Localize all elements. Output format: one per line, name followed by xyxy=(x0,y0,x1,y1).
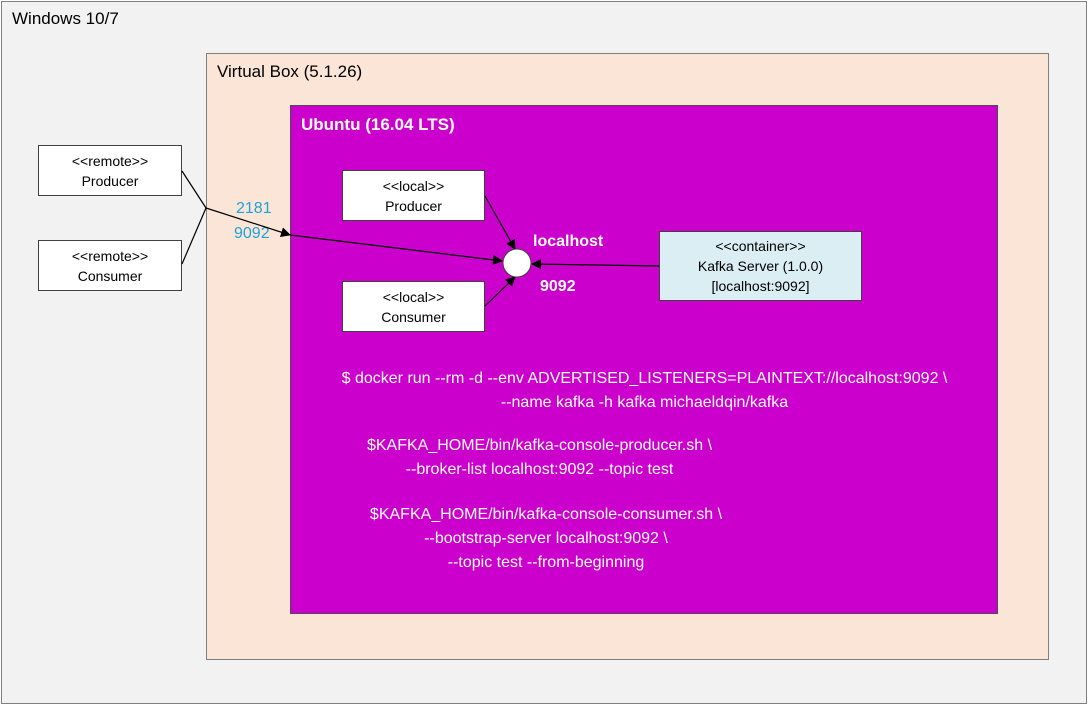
localhost-port-label: 9092 xyxy=(540,278,576,295)
remote-consumer-box: <<remote>> Consumer xyxy=(38,240,182,291)
port-forward-arrow xyxy=(289,234,503,265)
windows-title: Windows 10/7 xyxy=(12,9,119,28)
remote-producer-stereotype: <<remote>> xyxy=(71,152,149,169)
port-2181-label: 2181 xyxy=(236,200,272,217)
remote-producer-box: <<remote>> Producer xyxy=(38,145,182,196)
local-producer-label: Producer xyxy=(385,197,442,214)
remote-producer-connector xyxy=(181,170,207,209)
docker-command-line-2: --name kafka -h kafka michaeldqin/kafka xyxy=(500,394,789,411)
remote-consumer-label: Consumer xyxy=(77,267,143,284)
localhost-label: localhost xyxy=(533,233,604,250)
remote-to-ubuntu-arrow xyxy=(205,207,291,238)
docker-command: $ docker run --rm -d --env ADVERTISED_LI… xyxy=(317,367,972,415)
local-consumer-arrow xyxy=(484,276,516,307)
ubuntu-title: Ubuntu (16.04 LTS) xyxy=(301,115,455,134)
remote-producer-label: Producer xyxy=(81,172,139,189)
local-producer-arrow xyxy=(484,195,516,250)
local-producer-box: <<local>> Producer xyxy=(342,170,485,221)
local-producer-stereotype: <<local>> xyxy=(382,177,445,194)
remote-consumer-connector xyxy=(181,207,207,265)
kafka-server-box: <<container>> Kafka Server (1.0.0) [loca… xyxy=(659,231,862,301)
producer-command-line-2: --broker-list localhost:9092 --topic tes… xyxy=(405,461,674,478)
virtualbox-title: Virtual Box (5.1.26) xyxy=(217,62,363,81)
producer-command-line-1: $KAFKA_HOME/bin/kafka-console-producer.s… xyxy=(366,437,713,454)
kafka-server-arrow xyxy=(531,259,660,270)
local-consumer-box: <<local>> Consumer xyxy=(342,281,485,332)
consumer-command-line-2: --bootstrap-server localhost:9092 \ xyxy=(424,530,668,547)
kafka-server-label: Kafka Server (1.0.0) xyxy=(697,258,824,274)
localhost-node xyxy=(502,248,532,278)
local-consumer-label: Consumer xyxy=(381,308,446,325)
kafka-server-address: [localhost:9092] xyxy=(711,278,810,294)
docker-command-line-1: $ docker run --rm -d --env ADVERTISED_LI… xyxy=(341,370,948,387)
consumer-command-line-3: --topic test --from-beginning xyxy=(447,554,645,571)
kafka-server-stereotype: <<container>> xyxy=(715,238,806,254)
port-9092-label: 9092 xyxy=(234,225,270,242)
consumer-command-line-1: $KAFKA_HOME/bin/kafka-console-consumer.s… xyxy=(369,506,723,523)
producer-command: $KAFKA_HOME/bin/kafka-console-producer.s… xyxy=(352,434,727,482)
remote-consumer-stereotype: <<remote>> xyxy=(71,247,149,264)
consumer-command: $KAFKA_HOME/bin/kafka-console-consumer.s… xyxy=(350,503,742,575)
local-consumer-stereotype: <<local>> xyxy=(382,288,445,305)
